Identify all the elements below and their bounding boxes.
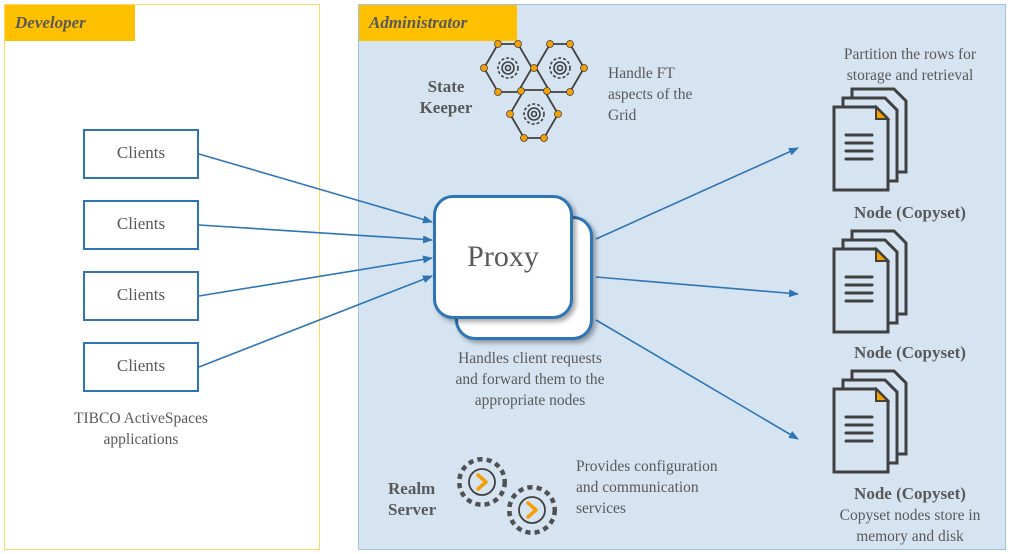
state-keeper-desc-line3: Grid bbox=[608, 107, 637, 124]
arrow-client4-to-proxy bbox=[198, 275, 433, 368]
hexagon-gears-network-icon bbox=[480, 40, 588, 142]
document-stack-icon-node-3[interactable] bbox=[832, 368, 928, 476]
proxy-desc-line2: and forward them to the bbox=[455, 371, 605, 388]
nodes-bottom-description: Copyset nodes store in memory and disk bbox=[812, 505, 1008, 547]
realm-server-desc-line1: Provides configuration bbox=[576, 458, 718, 475]
node-label-1: Node (Copyset) bbox=[854, 203, 966, 222]
state-keeper-label-line2: Keeper bbox=[419, 98, 473, 117]
realm-server-desc-line3: services bbox=[576, 500, 626, 517]
node-label-3: Node (Copyset) bbox=[854, 484, 966, 503]
node-label-2: Node (Copyset) bbox=[854, 343, 966, 362]
client-box-1[interactable]: Clients bbox=[83, 129, 199, 179]
realm-server-label-line1: Realm bbox=[388, 479, 436, 498]
developer-tab-label: Developer bbox=[5, 5, 135, 41]
arrow-proxy-to-node1 bbox=[595, 147, 799, 240]
arrow-proxy-to-node3 bbox=[595, 319, 799, 440]
state-keeper-description: Handle FT aspects of the Grid bbox=[608, 63, 728, 126]
nodes-top-desc-line2: storage and retrieval bbox=[846, 67, 974, 84]
developer-caption: TIBCO ActiveSpaces applications bbox=[40, 408, 242, 450]
state-keeper-desc-line1: Handle FT bbox=[608, 65, 675, 82]
client-box-3[interactable]: Clients bbox=[83, 271, 199, 321]
realm-server-label: Realm Server bbox=[388, 478, 448, 520]
arrow-client2-to-proxy bbox=[198, 224, 433, 244]
realm-server-description: Provides configuration and communication… bbox=[576, 456, 756, 519]
proxy-box[interactable]: Proxy bbox=[433, 195, 573, 319]
arrow-client1-to-proxy bbox=[198, 153, 433, 224]
state-keeper-label-line1: State bbox=[427, 77, 465, 96]
state-keeper-desc-line2: aspects of the bbox=[608, 86, 693, 103]
document-stack-icon-node-2[interactable] bbox=[832, 228, 928, 336]
realm-server-desc-line2: and communication bbox=[576, 479, 699, 496]
nodes-top-desc-line1: Partition the rows for bbox=[843, 46, 977, 63]
realm-server-label-line2: Server bbox=[388, 500, 437, 519]
arrow-proxy-to-node2 bbox=[595, 276, 799, 298]
nodes-top-description: Partition the rows for storage and retri… bbox=[812, 44, 1008, 86]
nodes-bottom-desc-line2: memory and disk bbox=[856, 528, 964, 545]
developer-caption-line1: TIBCO ActiveSpaces bbox=[74, 410, 208, 427]
gears-icon bbox=[457, 457, 557, 535]
developer-caption-line2: applications bbox=[103, 431, 179, 448]
proxy-desc-line3: appropriate nodes bbox=[474, 392, 586, 409]
arrow-client3-to-proxy bbox=[198, 255, 433, 297]
client-box-4[interactable]: Clients bbox=[83, 342, 199, 392]
client-box-2[interactable]: Clients bbox=[83, 200, 199, 250]
proxy-desc-line1: Handles client requests bbox=[458, 350, 602, 367]
document-stack-icon-node-1[interactable] bbox=[832, 86, 928, 194]
proxy-description: Handles client requests and forward them… bbox=[440, 348, 620, 411]
nodes-bottom-desc-line1: Copyset nodes store in bbox=[839, 507, 981, 524]
state-keeper-label: State Keeper bbox=[408, 76, 484, 118]
administrator-tab-label: Administrator bbox=[359, 5, 517, 41]
